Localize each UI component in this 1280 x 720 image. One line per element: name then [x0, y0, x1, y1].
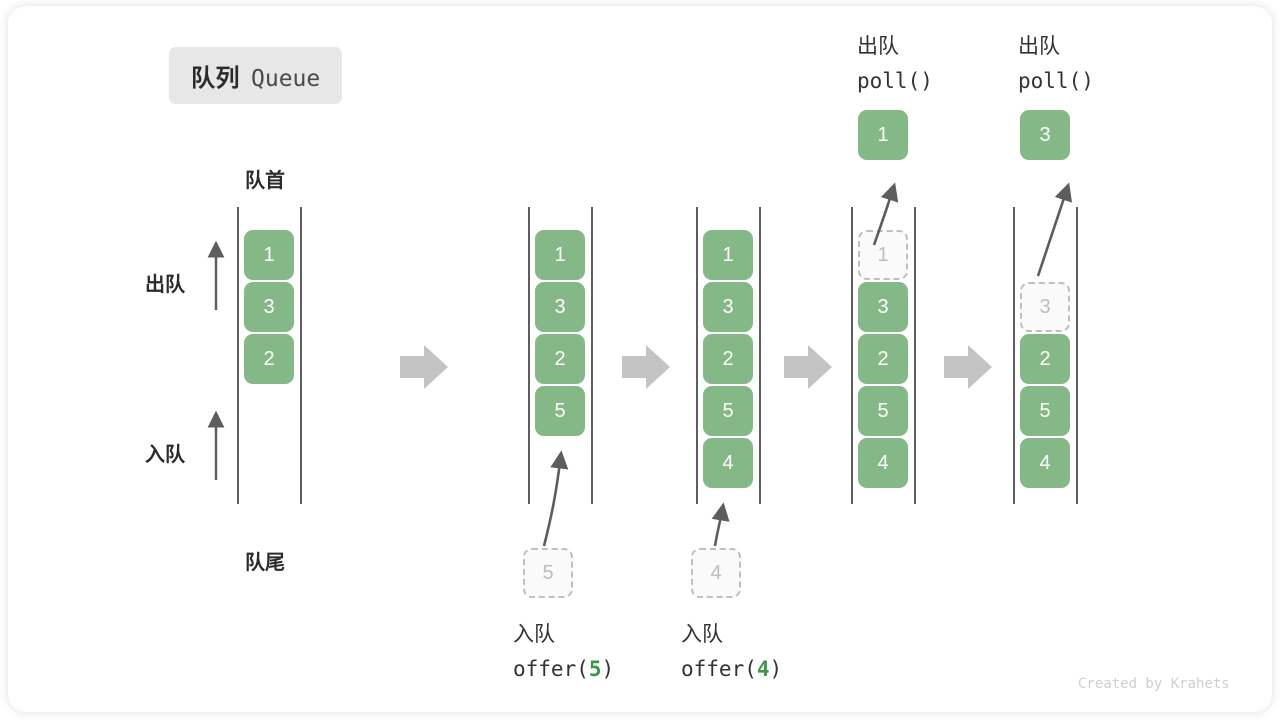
- queue-rail-right-col-4: [1076, 207, 1078, 504]
- code-suffix: ): [1081, 69, 1094, 94]
- queue-cell: 2: [858, 334, 908, 384]
- dequeue-direction-label: 出队: [145, 274, 185, 296]
- operation-caption-poll-3: 出队 poll(): [1018, 30, 1094, 98]
- flow-arrow-3: [784, 345, 832, 389]
- operation-caption-cn: 入队: [681, 623, 723, 646]
- queue-rail-right-col-2: [759, 207, 761, 504]
- credit-text: Created by Krahets: [1078, 676, 1230, 692]
- enqueue-direction-label: 入队: [145, 444, 185, 466]
- code-suffix: ): [601, 657, 615, 682]
- code-arg: 5: [588, 657, 602, 682]
- code-prefix: poll(: [1018, 69, 1082, 94]
- figure-title-en: Queue: [251, 66, 321, 92]
- figure-card: 队列 Queue 队首 队尾 出队 入队 1 3 2 1 3 2 5 5 入队 …: [8, 6, 1272, 712]
- operation-caption-code: offer(4): [681, 652, 782, 686]
- code-suffix: ): [920, 69, 933, 94]
- diagram-stage: 队列 Queue 队首 队尾 出队 入队 1 3 2 1 3 2 5 5 入队 …: [8, 6, 1272, 712]
- queue-cell: 4: [1020, 438, 1070, 488]
- queue-cell: 1: [244, 230, 294, 280]
- operation-caption-cn: 入队: [513, 623, 555, 646]
- dequeue-motion-arrow-3: [1036, 182, 1073, 277]
- flow-arrow-2: [622, 345, 670, 389]
- code-prefix: poll(: [857, 69, 921, 94]
- operation-caption-code: offer(5): [513, 652, 614, 686]
- queue-cell: 2: [1020, 334, 1070, 384]
- queue-cell: 3: [244, 282, 294, 332]
- queue-cell: 5: [535, 386, 585, 436]
- incoming-element-ghost: 5: [523, 548, 573, 598]
- queue-rail-left-col-4: [1013, 207, 1015, 504]
- code-prefix: offer(: [513, 657, 589, 682]
- queue-rail-left-col-1: [528, 207, 530, 504]
- figure-title-cn: 队列: [191, 65, 240, 92]
- operation-caption-cn: 出队: [1018, 35, 1060, 58]
- queue-cell: 4: [858, 438, 908, 488]
- queue-cell: 2: [535, 334, 585, 384]
- queue-cell: 3: [703, 282, 753, 332]
- queue-cell-ghost: 1: [858, 230, 908, 280]
- queue-cell: 5: [858, 386, 908, 436]
- queue-rail-left-col-2: [696, 207, 698, 504]
- figure-title-chip: 队列 Queue: [169, 47, 343, 104]
- queue-rail-right-col-1: [591, 207, 593, 504]
- operation-caption-offer-4: 入队 offer(4): [681, 618, 782, 686]
- diagram-ink-layer: [207, 182, 1073, 547]
- operation-caption-code: poll(): [857, 64, 933, 98]
- queue-cell: 3: [535, 282, 585, 332]
- queue-cell: 3: [858, 282, 908, 332]
- code-arg: 4: [756, 657, 770, 682]
- queue-cell: 5: [703, 386, 753, 436]
- queue-tail-label: 队尾: [245, 552, 285, 574]
- queue-cell: 4: [703, 438, 753, 488]
- popped-element: 3: [1020, 110, 1070, 160]
- enqueue-motion-arrow-4: [711, 502, 730, 547]
- operation-caption-poll-1: 出队 poll(): [857, 30, 933, 98]
- operation-caption-offer-5: 入队 offer(5): [513, 618, 614, 686]
- queue-cell: 2: [244, 334, 294, 384]
- code-suffix: ): [769, 657, 783, 682]
- queue-cell: 1: [535, 230, 585, 280]
- queue-head-label: 队首: [245, 170, 285, 192]
- queue-cell: 5: [1020, 386, 1070, 436]
- queue-rail-left-col-3: [851, 207, 853, 504]
- flow-arrow-1: [400, 345, 448, 389]
- code-prefix: offer(: [681, 657, 757, 682]
- queue-rail-left-col-0: [237, 207, 239, 504]
- incoming-element-ghost: 4: [691, 548, 741, 598]
- popped-element: 1: [858, 110, 908, 160]
- operation-caption-cn: 出队: [857, 35, 899, 58]
- queue-cell: 2: [703, 334, 753, 384]
- flow-arrow-4: [944, 345, 992, 389]
- queue-rail-right-col-3: [914, 207, 916, 504]
- enqueue-motion-arrow-5: [542, 450, 569, 547]
- operation-caption-code: poll(): [1018, 64, 1094, 98]
- queue-cell: 1: [703, 230, 753, 280]
- queue-cell-ghost: 3: [1020, 282, 1070, 332]
- queue-rail-right-col-0: [300, 207, 302, 504]
